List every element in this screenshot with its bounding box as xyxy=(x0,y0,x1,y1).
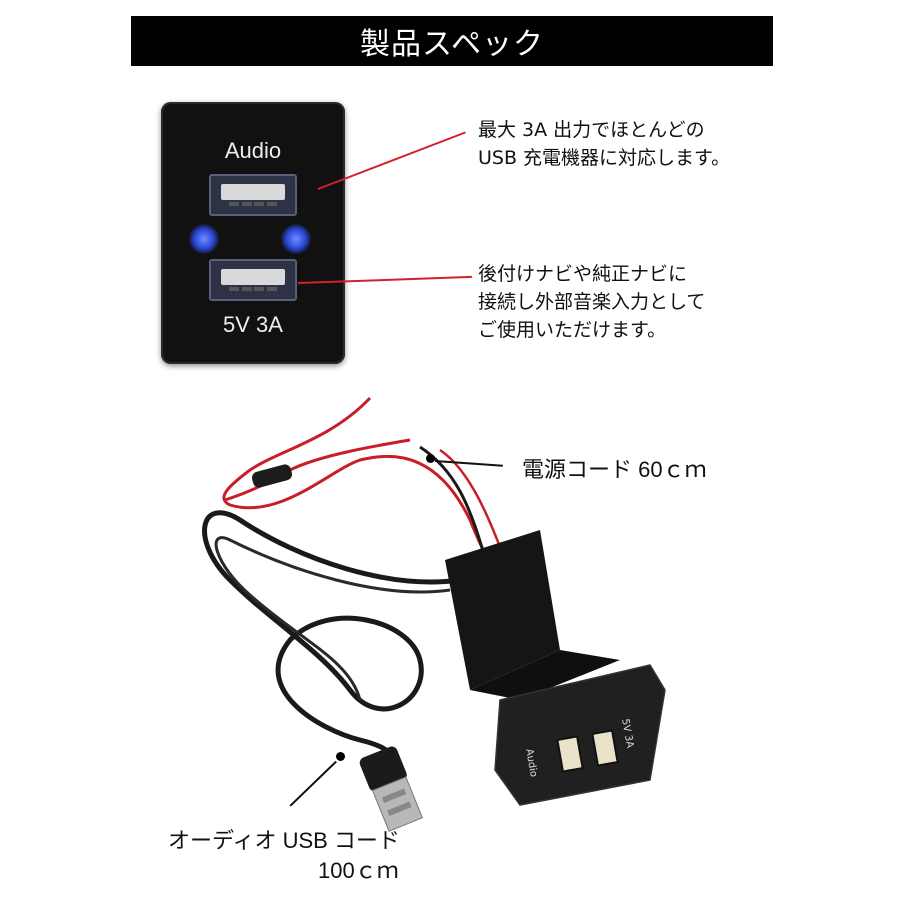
panel-top-label: Audio xyxy=(224,138,282,163)
note-line: USB 充電機器に対応します。 xyxy=(478,147,731,169)
blue-led-icon xyxy=(189,224,219,254)
audio-cord-label: オーディオ USB コード xyxy=(168,828,400,853)
note-navigation: 後付けナビや純正ナビに 接続し外部音楽入力として ご使用いただけます。 xyxy=(478,260,705,344)
usb-port-icon xyxy=(209,259,297,301)
note-line: 最大 3A 出力でほとんどの xyxy=(478,119,705,141)
note-line: 後付けナビや純正ナビに xyxy=(478,263,688,285)
page-title: 製品スペック xyxy=(360,27,544,62)
callout-dot xyxy=(426,454,435,463)
usb-panel-image: Audio 5V 3A xyxy=(161,102,345,364)
note-line: ご使用いただけます。 xyxy=(478,319,667,341)
usb-port-icon xyxy=(209,174,297,216)
audio-cord-length: 100ｃｍ xyxy=(318,858,399,883)
callout-dot xyxy=(336,752,345,761)
blue-led-icon xyxy=(281,224,311,254)
panel-bottom-label: 5V 3A xyxy=(223,312,283,337)
note-charging: 最大 3A 出力でほとんどの USB 充電機器に対応します。 xyxy=(478,116,730,172)
note-line: 接続し外部音楽入力として xyxy=(478,291,706,313)
title-banner: 製品スペック xyxy=(131,16,773,66)
power-cord-label: 電源コード 60ｃｍ xyxy=(522,457,707,482)
